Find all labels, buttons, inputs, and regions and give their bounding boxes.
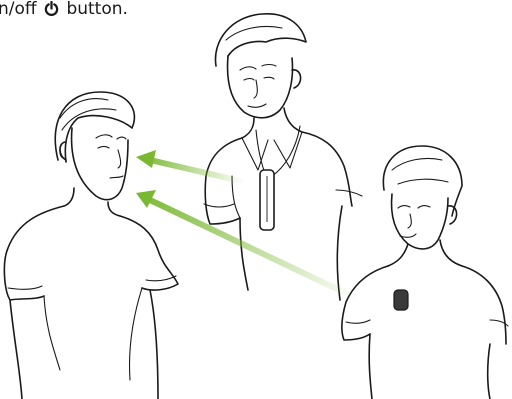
woman-right-figure: [342, 146, 508, 399]
arrow-from-man: [150, 160, 245, 182]
clip-microphone-device: [394, 290, 408, 310]
man-middle-figure: [204, 14, 362, 300]
woman-left-figure: [4, 92, 178, 399]
arrow-head-from-man: [136, 150, 156, 168]
arrow-from-woman: [150, 200, 360, 300]
sound-arrows: [136, 150, 360, 300]
